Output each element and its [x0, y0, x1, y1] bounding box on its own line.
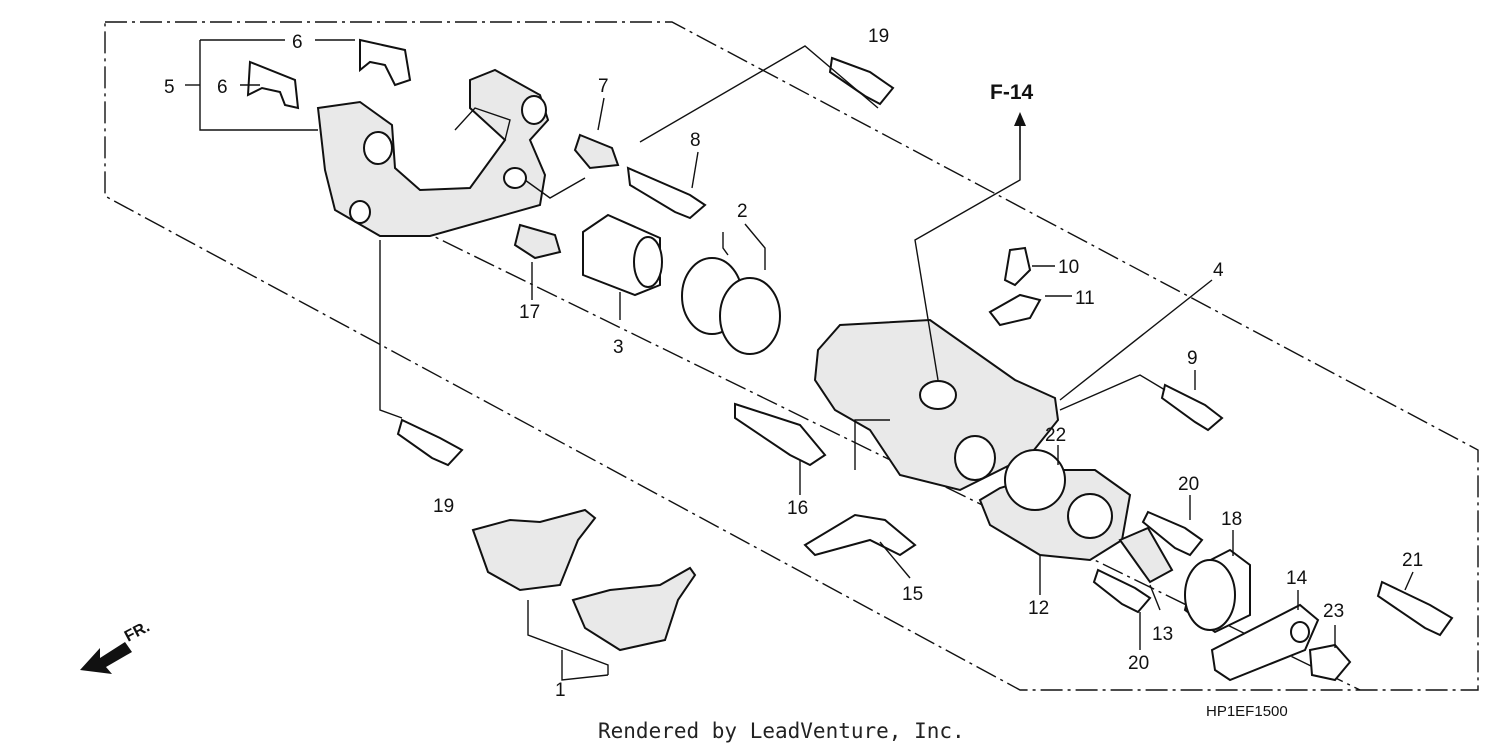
- callout-6b: 6: [217, 77, 228, 98]
- pin-8: [626, 166, 707, 220]
- callout-2: 2: [737, 201, 748, 222]
- callout-3: 3: [613, 337, 624, 358]
- housing-12: [978, 449, 1132, 562]
- callout-1: 1: [555, 680, 566, 701]
- bolt-19-upper: [828, 56, 895, 106]
- callout-17: 17: [519, 302, 540, 323]
- callout-4: 4: [1213, 260, 1224, 281]
- callout-12: 12: [1028, 598, 1049, 619]
- credit-text: Rendered by LeadVenture, Inc.: [598, 719, 965, 743]
- brake-pad-upper: [471, 508, 597, 592]
- front-direction-label: FR.: [122, 618, 153, 645]
- callout-14: 14: [1286, 568, 1308, 589]
- nut-23: [1308, 643, 1352, 682]
- pad-clip-upper: [359, 38, 412, 87]
- bolt-20-upper: [1141, 510, 1204, 557]
- callout-16: 16: [787, 498, 808, 519]
- diagram-code: HP1EF1500: [1206, 703, 1288, 720]
- callout-18: 18: [1221, 509, 1242, 530]
- piston-3: [582, 213, 663, 297]
- spring-13: [1118, 526, 1174, 584]
- reference-label: F-14: [990, 81, 1034, 104]
- callout-13: 13: [1152, 624, 1173, 645]
- callout-19a: 19: [868, 26, 889, 47]
- reference-arrow: [1014, 112, 1026, 160]
- callout-10: 10: [1058, 257, 1079, 278]
- caliper-body: [813, 318, 1060, 492]
- callout-20a: 20: [1178, 474, 1199, 495]
- assembly-boundaries: [104, 21, 1479, 691]
- callout-5: 5: [164, 77, 175, 98]
- bolt-20-lower: [1092, 568, 1152, 614]
- seals-2: [681, 257, 781, 355]
- callout-9: 9: [1187, 348, 1198, 369]
- pin-16: [734, 402, 827, 467]
- bolt-21: [1376, 580, 1454, 637]
- callout-21: 21: [1402, 550, 1423, 571]
- callout-7: 7: [598, 76, 609, 97]
- boot-17: [513, 223, 562, 260]
- callout-labels: 1 2 3 4 5 6 6 7 8 9 10 11 12 13 14 15 16…: [164, 26, 1423, 701]
- bleeder-10: [1003, 246, 1032, 287]
- bolt-9: [1160, 383, 1224, 432]
- adjuster-18: [1183, 548, 1251, 634]
- callout-19b: 19: [433, 496, 454, 517]
- callout-20b: 20: [1128, 653, 1149, 674]
- callout-22: 22: [1045, 425, 1066, 446]
- arm-14: [1210, 603, 1320, 682]
- brake-pad-lower: [571, 566, 697, 652]
- shim-15: [803, 513, 917, 557]
- boot-7: [573, 133, 620, 170]
- bolt-19-lower: [396, 418, 464, 467]
- callout-11: 11: [1075, 288, 1095, 309]
- pad-clip-lower: [246, 60, 300, 110]
- callout-8: 8: [690, 130, 701, 151]
- callout-6a: 6: [292, 32, 303, 53]
- caliper-bracket: [316, 68, 550, 237]
- callout-23: 23: [1323, 601, 1344, 622]
- callout-15: 15: [902, 584, 923, 605]
- cap-11: [988, 293, 1042, 327]
- front-direction-icon: [80, 642, 132, 674]
